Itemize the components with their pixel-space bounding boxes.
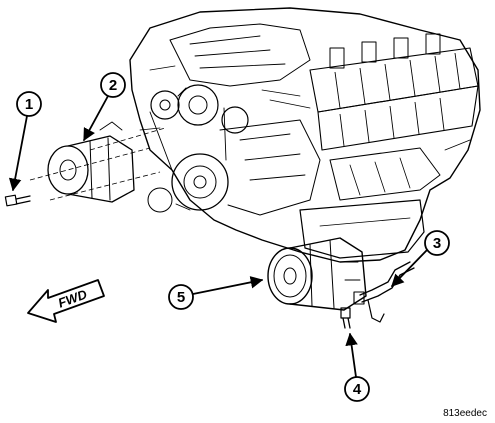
bolt: [4, 194, 31, 207]
figure-reference: 813eedec: [443, 408, 487, 419]
callout-3: 3: [391, 230, 450, 287]
engine-block: [129, 7, 481, 263]
svg-text:3: 3: [433, 235, 441, 252]
stud: [340, 307, 351, 329]
callout-5: 5: [168, 276, 264, 310]
callout-4: 4: [344, 332, 370, 402]
svg-text:2: 2: [109, 77, 117, 94]
fwd-direction-arrow: FWD: [27, 279, 105, 323]
ac-line: [353, 261, 415, 323]
alignment-lines: [29, 127, 166, 201]
svg-text:4: 4: [353, 381, 362, 398]
ac-compressor: [267, 237, 367, 311]
svg-text:1: 1: [25, 96, 33, 113]
callout-1: 1: [8, 91, 42, 192]
svg-text:5: 5: [177, 289, 185, 306]
power-steering-pump: [47, 121, 135, 203]
callout-2: 2: [83, 72, 126, 142]
